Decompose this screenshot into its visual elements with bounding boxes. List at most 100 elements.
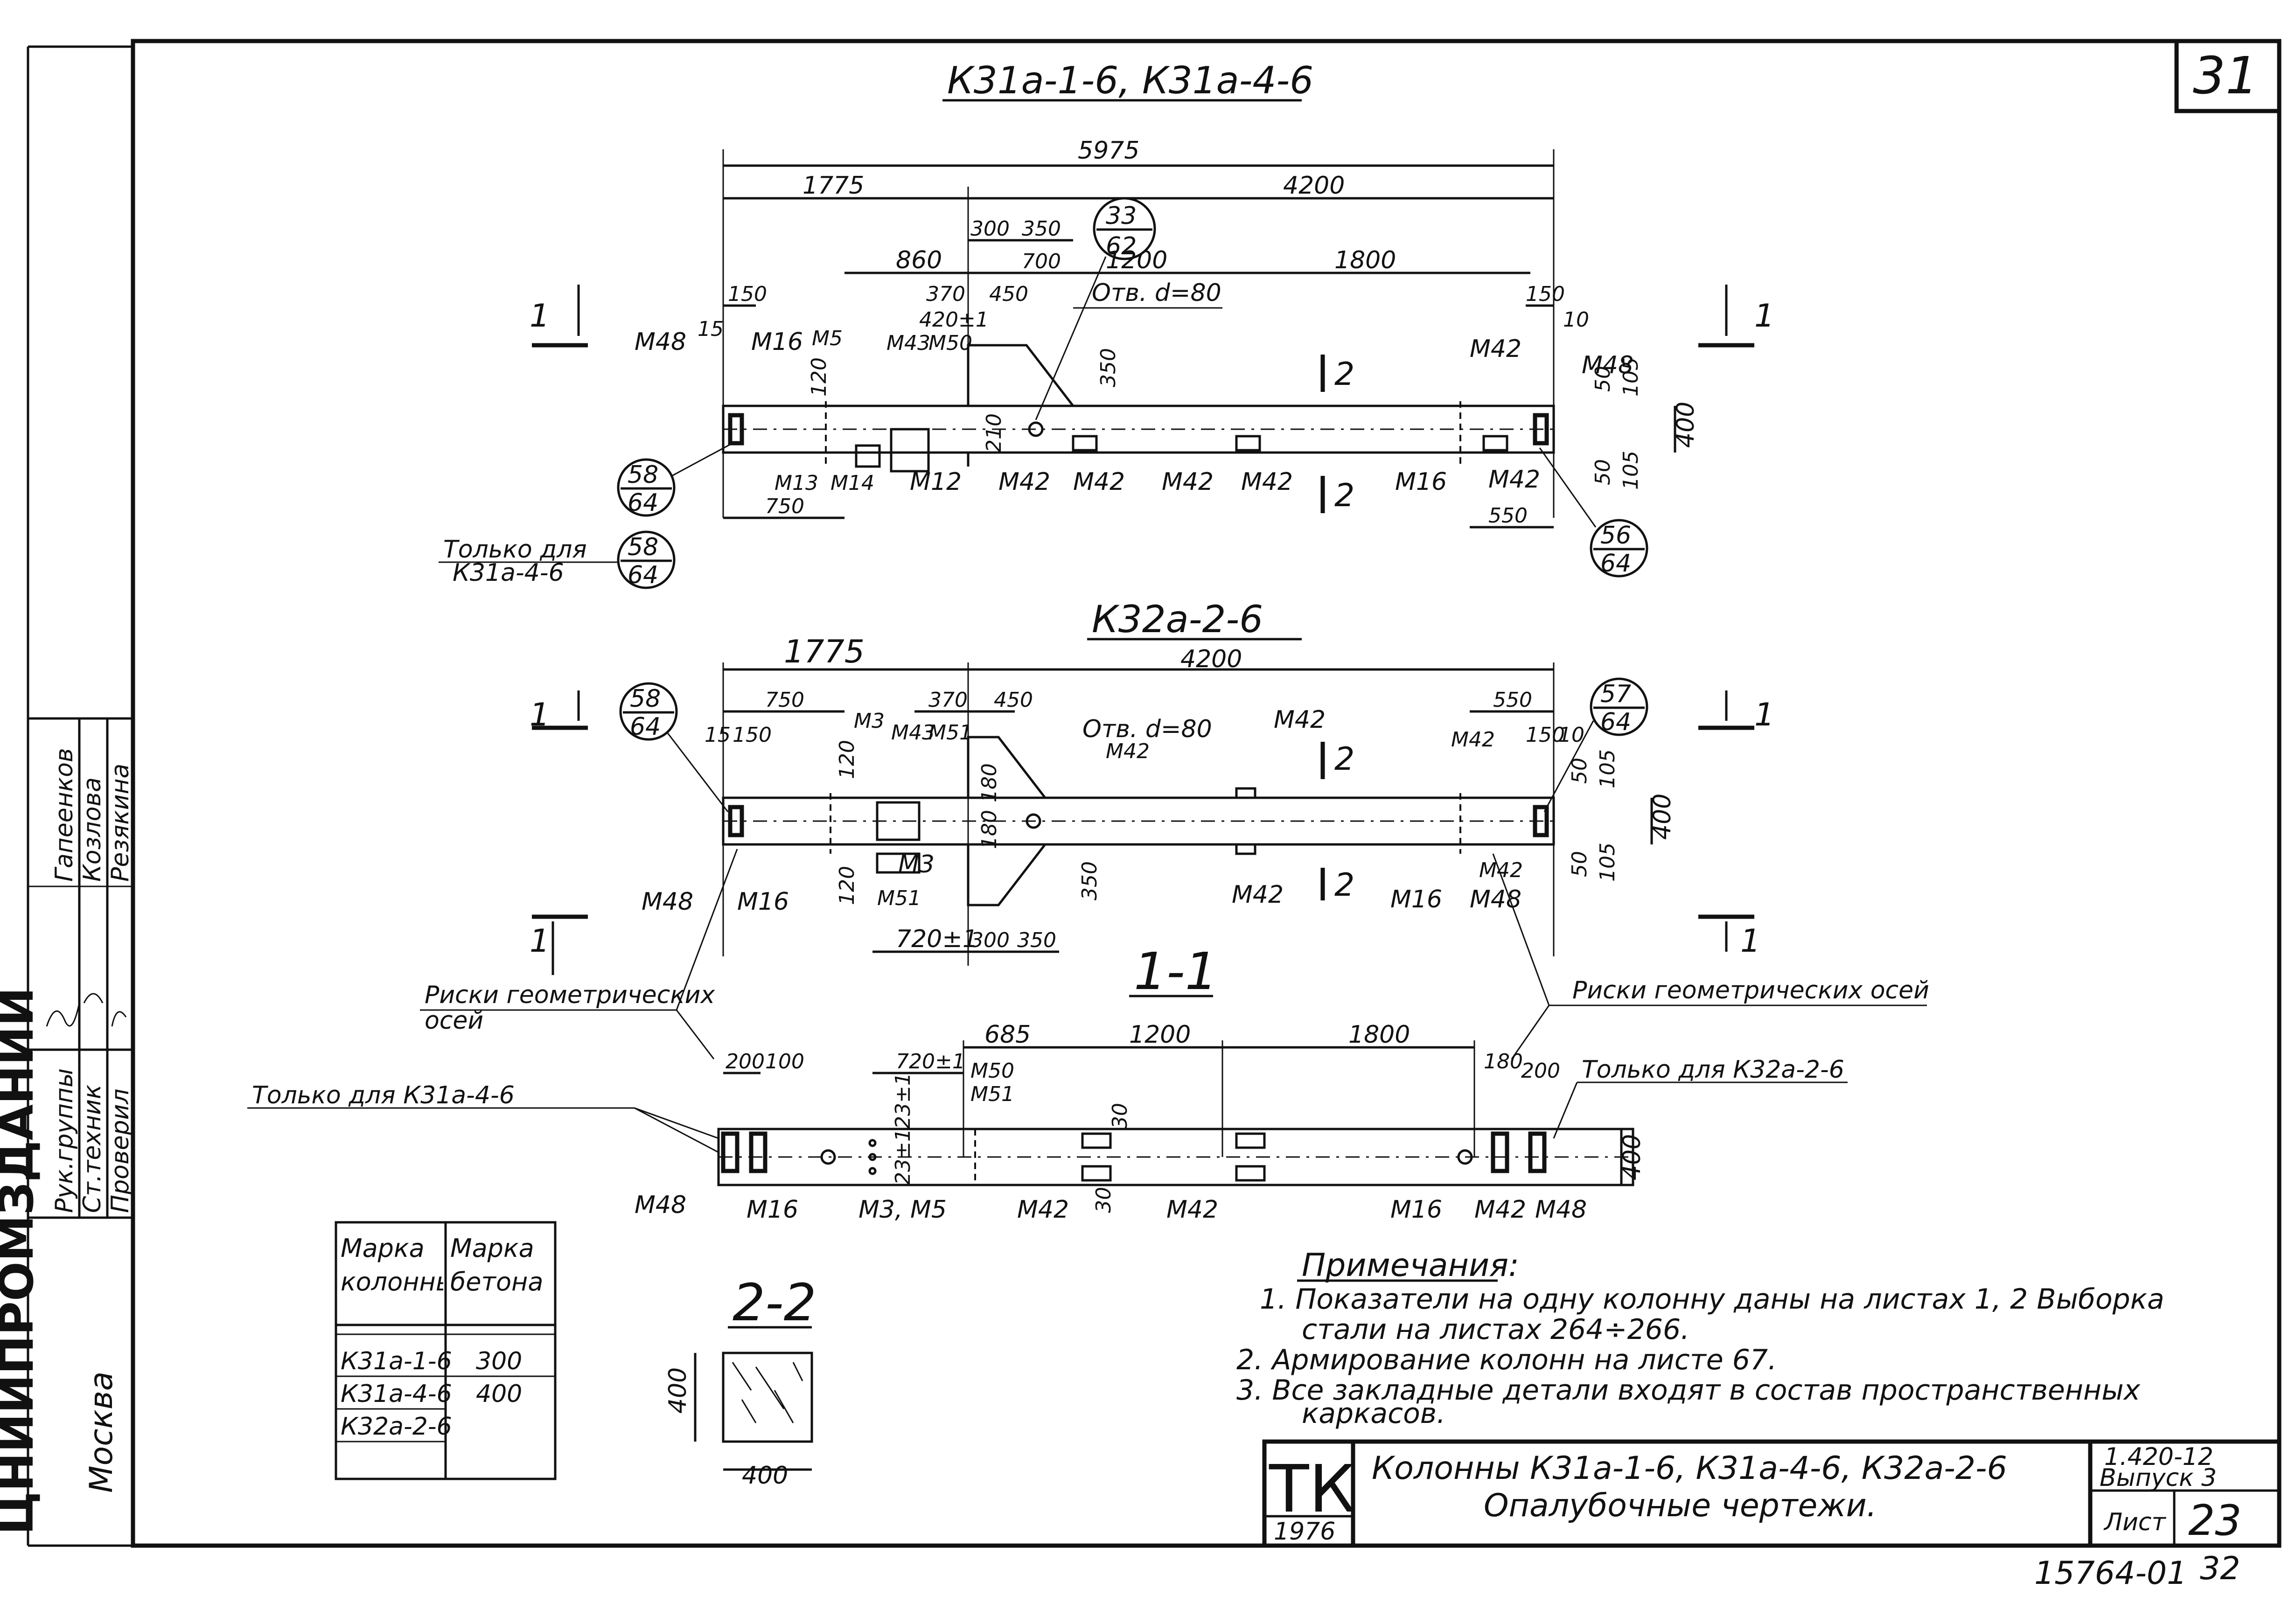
k31-dim-105a: 105 [1619, 357, 1643, 397]
k32-section-2-top: 2 [1334, 741, 1354, 778]
k32-section-2-bottom: 2 [1334, 867, 1354, 904]
k31-bubble-left-den: 64 [628, 489, 658, 517]
tb-sheet-label: Лист [2103, 1508, 2166, 1536]
s22-square [722, 1352, 813, 1443]
k31-dim-550: 550 [1488, 504, 1528, 528]
s11-part-m48-left: М48 [635, 1191, 686, 1219]
k31-hole-label: Отв. d=80 [1092, 279, 1221, 307]
signature-marks [46, 993, 127, 1027]
stamp-org: ЦНИИПРОМЗДАНИЙ [0, 987, 44, 1535]
k32-dim-15: 15 [705, 723, 731, 747]
k31-part-m13: М13 [775, 471, 818, 495]
note-2: 2. Армирование колонн на листе 67. [1236, 1344, 1777, 1376]
k31-bubble-left [617, 458, 676, 517]
k31-part-m42-1: М42 [998, 468, 1050, 496]
k31-dim-370: 370 [926, 282, 965, 306]
k31-bubble-only-den: 64 [628, 561, 658, 589]
stamp-city: Москва [83, 1372, 120, 1493]
k31-dim-105b: 105 [1619, 451, 1643, 490]
k32-part-m42-b: М42 [1274, 706, 1326, 734]
k32-dim-50b: 50 [1568, 851, 1591, 877]
tb-sheet-no: 23 [2188, 1496, 2242, 1545]
s11-part-m50: М50 [970, 1059, 1014, 1083]
k32-dim-10: 10 [1558, 723, 1584, 747]
sheet-frame [27, 39, 2282, 1548]
s11-dim-100: 100 [765, 1050, 804, 1073]
k31-dim-left: 1775 [803, 172, 864, 200]
k32-cut-right-bottom: 1 [1740, 923, 1760, 960]
tb-title-1: Колонны К31а-1-6, К31а-4-6, К32а-2-6 [1372, 1450, 2007, 1487]
table-row-2-concrete: 400 [476, 1380, 522, 1408]
k32-dim-720: 720±1 [896, 925, 978, 953]
k32-bubble-left-num: 58 [630, 685, 661, 713]
note-1b: стали на листах 264÷266. [1302, 1313, 1689, 1346]
k31-hole [1028, 421, 1044, 437]
k32-hole-label: Отв. d=80 [1082, 715, 1212, 743]
k32-bubble-left [619, 682, 678, 741]
k31-bubble-left-num: 58 [628, 461, 658, 489]
k31-dim-400: 400 [1672, 402, 1700, 448]
k31-dim-860: 860 [896, 246, 942, 274]
k31-part-m42-4: М42 [1241, 468, 1293, 496]
k32-dim-180a: 180 [977, 763, 1001, 802]
k32-part-m42-c: М42 [1451, 728, 1495, 752]
s11-risk-right: Риски геометрических осей [1572, 976, 1929, 1004]
table-header-column: Марка колонны [341, 1234, 443, 1296]
k32-bubble-right [1590, 677, 1648, 736]
k31-dim-total: 5975 [1078, 137, 1139, 165]
view-k31: К31а-1-6, К31а-4-6 5975 1775 4200 300 35… [439, 59, 1774, 589]
k32-cut-left-bottom: 1 [530, 923, 550, 960]
k32-dim-450: 450 [994, 688, 1033, 712]
k32-part-m16-right: М16 [1390, 885, 1442, 913]
k31-dim-15: 15 [698, 317, 724, 341]
tb-series: 1.420-12 [2104, 1443, 2213, 1471]
s11-part-m42-b: М42 [1166, 1196, 1218, 1224]
s11-dim-180: 180 [1484, 1050, 1523, 1073]
k32-part-m42-a: М42 [1106, 739, 1150, 763]
k32-part-m42-bottom: М42 [1232, 881, 1284, 909]
note-3b: каркасов. [1302, 1397, 1445, 1430]
k31-only-for-1: Только для [443, 536, 587, 564]
k31-dim-50a: 50 [1591, 366, 1615, 392]
k31-part-m14: М14 [830, 471, 874, 495]
s11-dim-30a: 30 [1108, 1103, 1132, 1129]
k31-dim-1800: 1800 [1334, 246, 1396, 274]
s11-part-m51: М51 [970, 1082, 1014, 1106]
k31-title: К31а-1-6, К31а-4-6 [947, 59, 1313, 102]
k31-dim-210v: 210 [982, 413, 1006, 453]
k31-part-m16-right: М16 [1395, 468, 1447, 496]
k31-bubble-only-num: 58 [628, 533, 658, 561]
concrete-table [335, 1221, 557, 1480]
k31-dim-300: 300 [970, 217, 1010, 241]
tb-mark: ТК [1269, 1451, 1355, 1527]
k32-dim-105a: 105 [1596, 749, 1619, 788]
k31-cut-left: 1 [530, 298, 550, 335]
table-row-3-column: К32а-2-6 [341, 1413, 452, 1441]
s11-dim-720: 720±1 [896, 1050, 965, 1073]
k32-dim-left: 1775 [784, 634, 865, 670]
k31-bubble-top-num: 33 [1106, 202, 1137, 230]
k31-part-m12: М12 [910, 468, 962, 496]
k31-part-m42-5: М42 [1488, 466, 1540, 494]
title-block [1262, 1439, 2282, 1548]
k31-part-m43: М43 [886, 331, 930, 355]
note-3: 3. Все закладные детали входят в состав … [1236, 1374, 2141, 1407]
notes: Примечания: 1. Показатели на одну колонн… [1236, 1247, 2164, 1430]
k32-part-m42-right: М42 [1479, 858, 1523, 882]
note-1: 1. Показатели на одну колонну даны на ли… [1260, 1283, 2164, 1316]
k31-cut-right: 1 [1754, 298, 1774, 335]
section-2-2: 2-2 400 400 [664, 1273, 817, 1490]
s11-part-m3-m5: М3, М5 [858, 1196, 947, 1224]
k32-dim-right: 4200 [1180, 645, 1242, 673]
k31-dim-700: 700 [1022, 250, 1061, 273]
k31-dim-right: 4200 [1283, 172, 1345, 200]
k31-bubble-only [617, 530, 676, 589]
view-k32: К32а-2-6 1775 4200 750 370 450 550 15 15… [530, 598, 1774, 975]
k31-dim-750: 750 [765, 495, 804, 518]
s11-part-m16-left: М16 [747, 1196, 798, 1224]
k32-cut-left-top: 1 [530, 697, 550, 733]
k32-dim-180b: 180 [977, 810, 1001, 849]
k32-dim-370: 370 [928, 688, 968, 712]
k32-dim-400: 400 [1648, 794, 1676, 840]
s11-dim-400: 400 [1618, 1134, 1646, 1180]
